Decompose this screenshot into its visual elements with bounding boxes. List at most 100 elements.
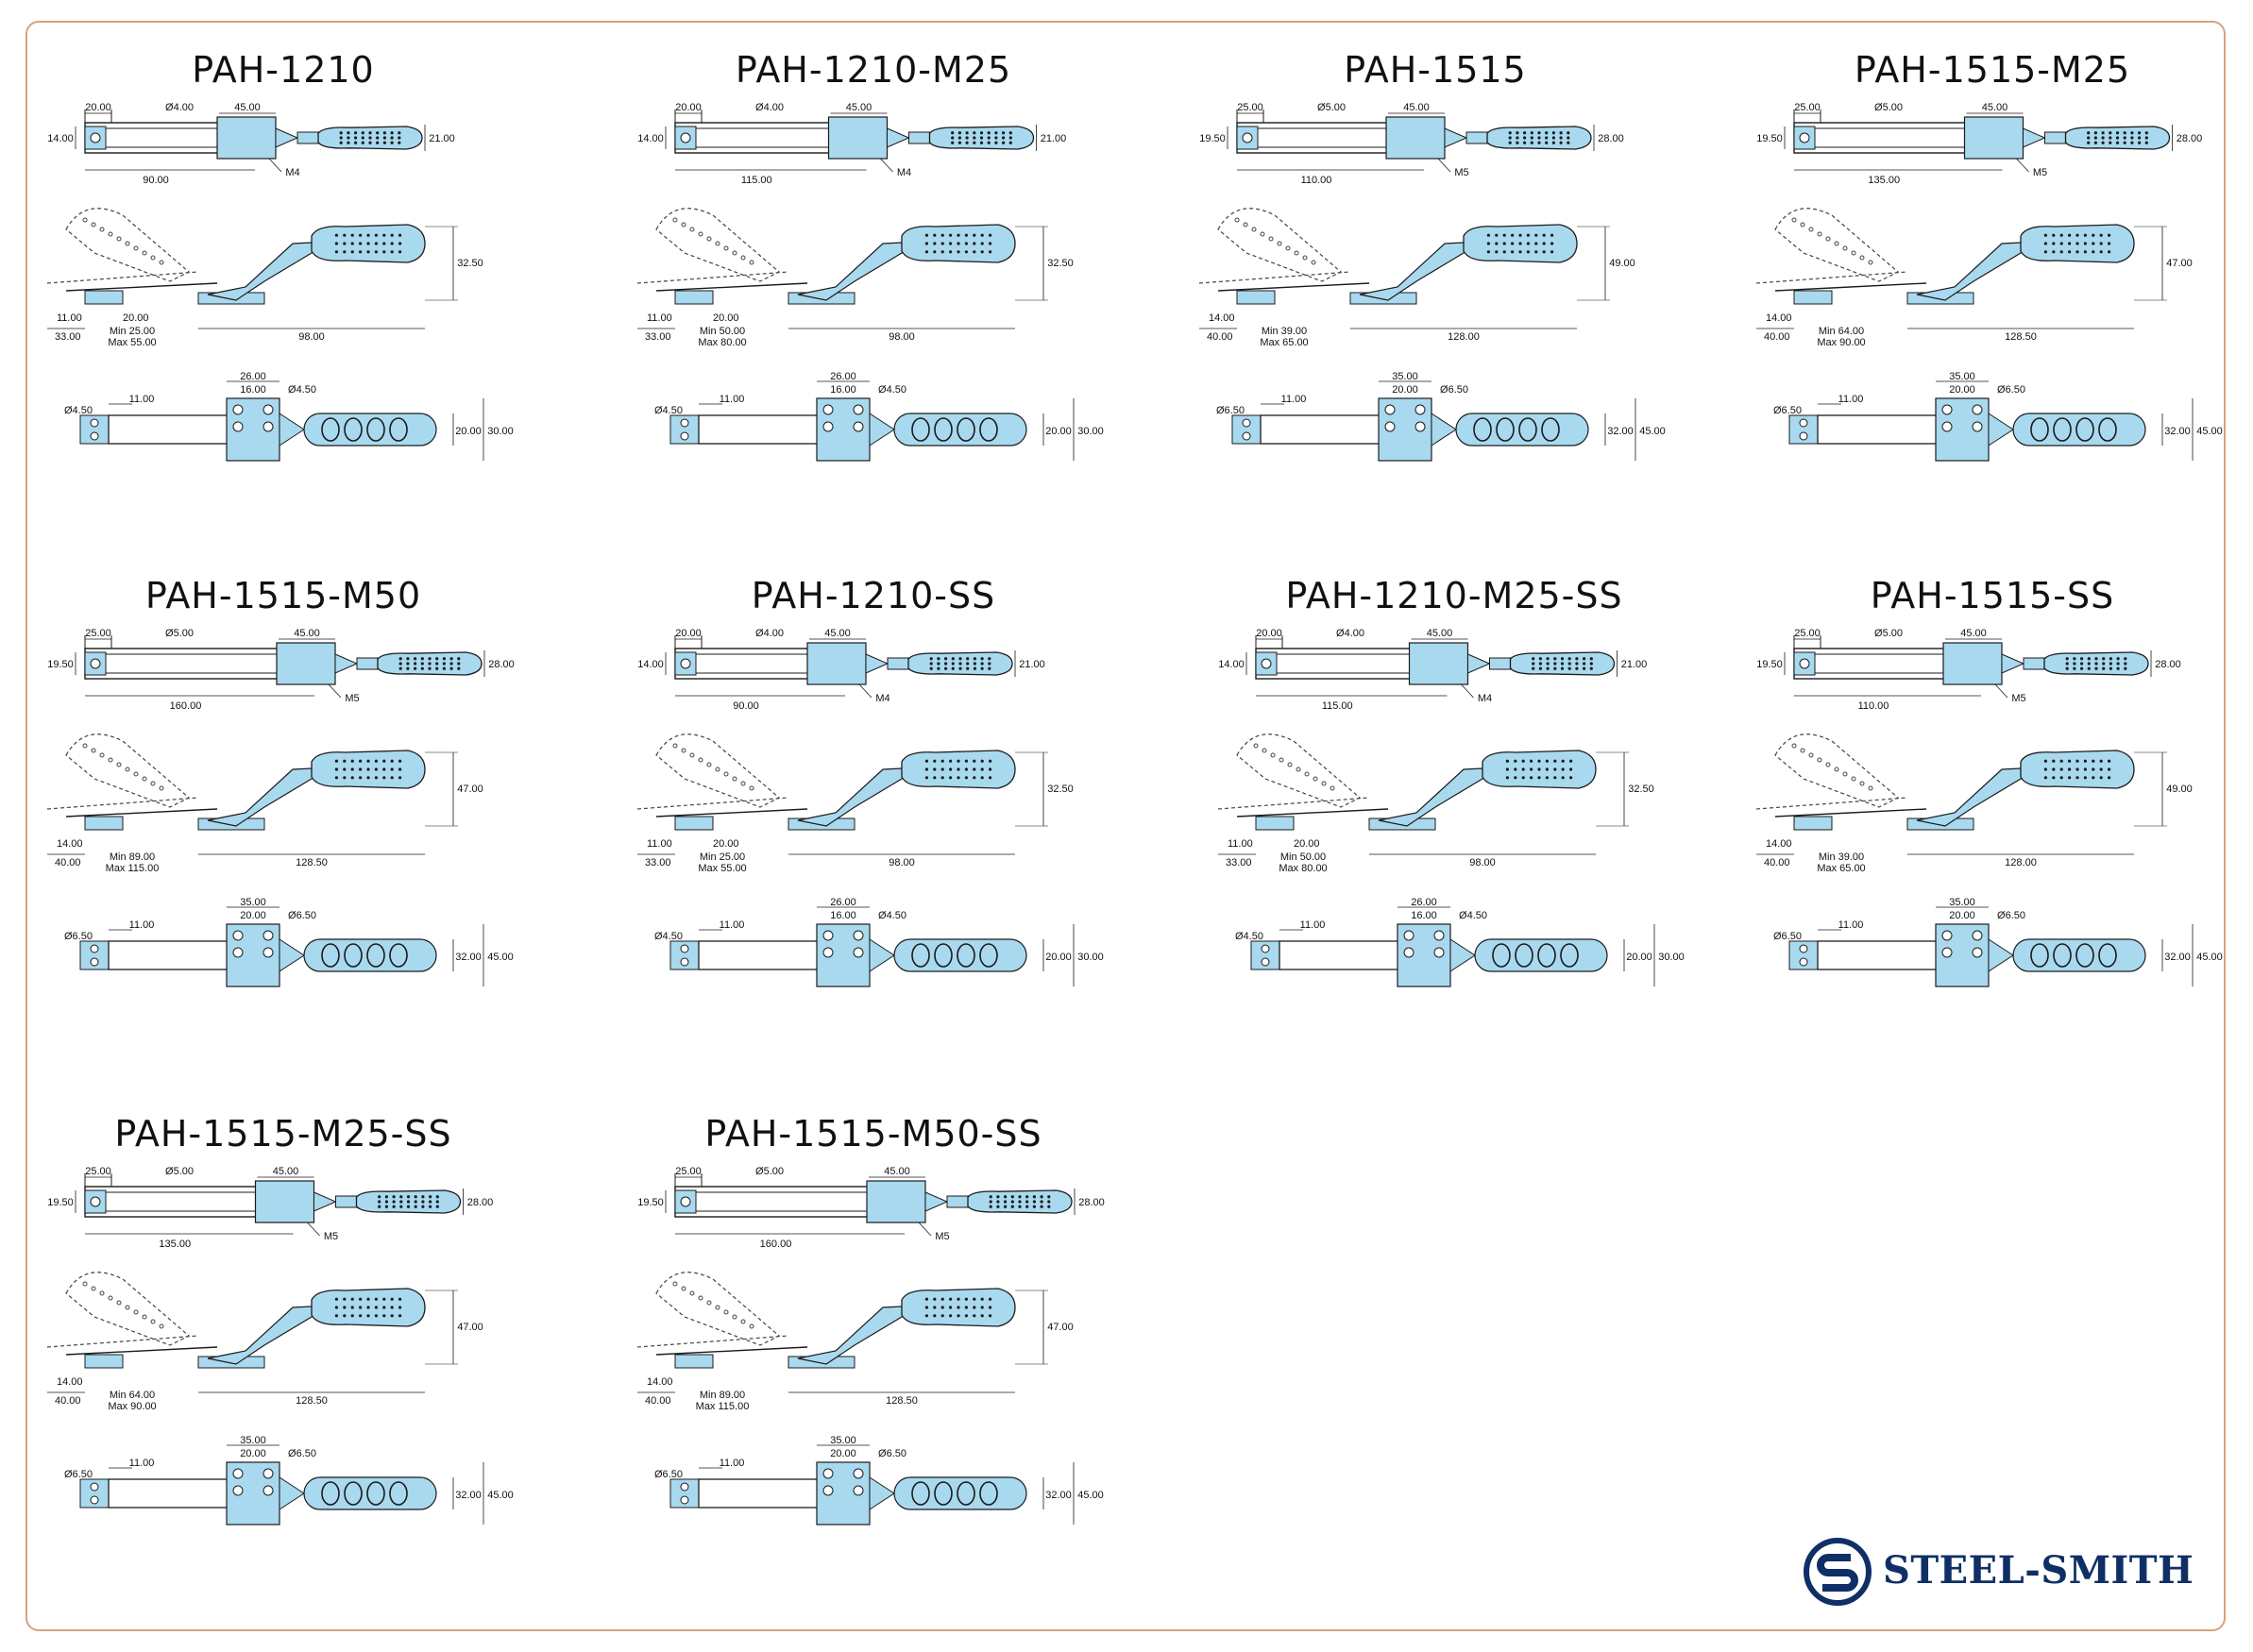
open-grip-dot (1800, 748, 1805, 753)
grip-dot (1502, 242, 1506, 245)
dimension-label: 11.00 (1838, 919, 1864, 931)
grip-dot (1004, 1200, 1008, 1204)
grip-dot (996, 1195, 1000, 1199)
open-grip-dot (1330, 785, 1335, 791)
dimension-label: Ø6.50 (1997, 910, 2025, 921)
grip-dot (1534, 242, 1538, 245)
grip-dot (979, 131, 984, 135)
base-hole (822, 1485, 834, 1496)
dimension-label: Min 89.00 (700, 1390, 745, 1401)
dimension-label: 45.00 (2196, 952, 2223, 963)
grip-dot (1545, 767, 1549, 771)
rod (1217, 282, 1370, 292)
grip-dot (1521, 776, 1525, 780)
grip-dot (2087, 131, 2091, 135)
handle (893, 1476, 1027, 1510)
grip-dot (2087, 666, 2091, 670)
mount-hole (1261, 957, 1270, 967)
open-position-rod (636, 1335, 789, 1348)
grip-dot (2073, 657, 2076, 661)
mount-hole (1799, 431, 1808, 441)
grip-dot (1004, 1205, 1008, 1208)
grip-dot (973, 233, 976, 237)
grip-dot (1002, 136, 1006, 140)
grip-dot (2043, 759, 2047, 763)
open-grip-dot (142, 250, 147, 256)
grip-dot (1553, 666, 1557, 670)
frame-rod (84, 1186, 266, 1218)
grip-dot (2073, 666, 2076, 670)
grip-dot (382, 1306, 386, 1309)
open-grip-dot (706, 1300, 712, 1306)
open-position-handle (655, 208, 781, 282)
hook-hole (680, 1196, 691, 1207)
dimension-label: Ø4.00 (755, 628, 784, 639)
open-grip-dot (698, 1295, 703, 1301)
grip-dot (980, 776, 984, 780)
grip-dot (1040, 1200, 1043, 1204)
frame-rod (84, 648, 287, 680)
grip-dot (334, 1314, 338, 1318)
grip-dot (1002, 131, 1006, 135)
grip-dot (1505, 767, 1509, 771)
open-position-handle (1236, 733, 1362, 808)
dimension-label: M5 (345, 693, 359, 704)
linkage (313, 1191, 337, 1212)
mount-hole (90, 418, 99, 428)
hook-hole (90, 1196, 101, 1207)
grip-dot (1561, 776, 1565, 780)
grip-dot (406, 657, 410, 661)
grip-dot (361, 136, 364, 140)
grip-dot (1538, 662, 1542, 666)
dimension-label: 45.00 (846, 102, 872, 113)
dimension-label: 14.00 (57, 1376, 83, 1388)
grip-dot (1047, 1200, 1051, 1204)
hook (84, 1354, 124, 1369)
grip-dot (924, 776, 928, 780)
dimension-label: Ø6.50 (1773, 405, 1802, 416)
grip-dot (398, 233, 402, 237)
open-grip-dot (108, 757, 113, 763)
grip-dot (2052, 759, 2056, 763)
dimension-label: 20.00 (675, 628, 702, 639)
open-grip-dot (672, 217, 678, 223)
grip-dot (951, 657, 955, 661)
grip-dot (924, 1306, 928, 1309)
handle-ring (389, 417, 408, 442)
grip-dot (390, 759, 394, 763)
linkage (865, 653, 889, 674)
dimension-label: 19.50 (1756, 659, 1783, 670)
dimension-label: 32.00 (455, 952, 482, 963)
grip-dot (957, 141, 961, 144)
grip-dot (973, 242, 976, 245)
grip-dot (374, 1297, 378, 1301)
u-frame (108, 1478, 242, 1509)
grip-dot (929, 657, 933, 661)
grip-dot (382, 759, 386, 763)
grip-dot (1537, 131, 1541, 135)
dimension-label: 20.00 (675, 102, 702, 113)
grip-dot (980, 233, 984, 237)
open-position-rod (636, 797, 789, 810)
base-block (216, 116, 277, 160)
grip-dot (343, 1314, 347, 1318)
dimension-label: Ø6.50 (64, 931, 93, 942)
dimension-label: 20.00 (1392, 384, 1418, 396)
u-frame (108, 414, 242, 445)
grip-dot (2052, 250, 2056, 254)
base-hole (853, 421, 864, 432)
open-grip-dot (1311, 260, 1316, 265)
grip-dot (392, 1200, 396, 1204)
grip-dot (2052, 242, 2056, 245)
grip-dot (378, 1200, 381, 1204)
dimension-label: 128.00 (1448, 331, 1480, 343)
grip-dot (2109, 141, 2112, 144)
open-grip-dot (1808, 227, 1814, 232)
dimension-label: 32.50 (1047, 258, 1074, 269)
open-grip-dot (125, 1305, 130, 1310)
open-grip-dot (1842, 245, 1848, 251)
